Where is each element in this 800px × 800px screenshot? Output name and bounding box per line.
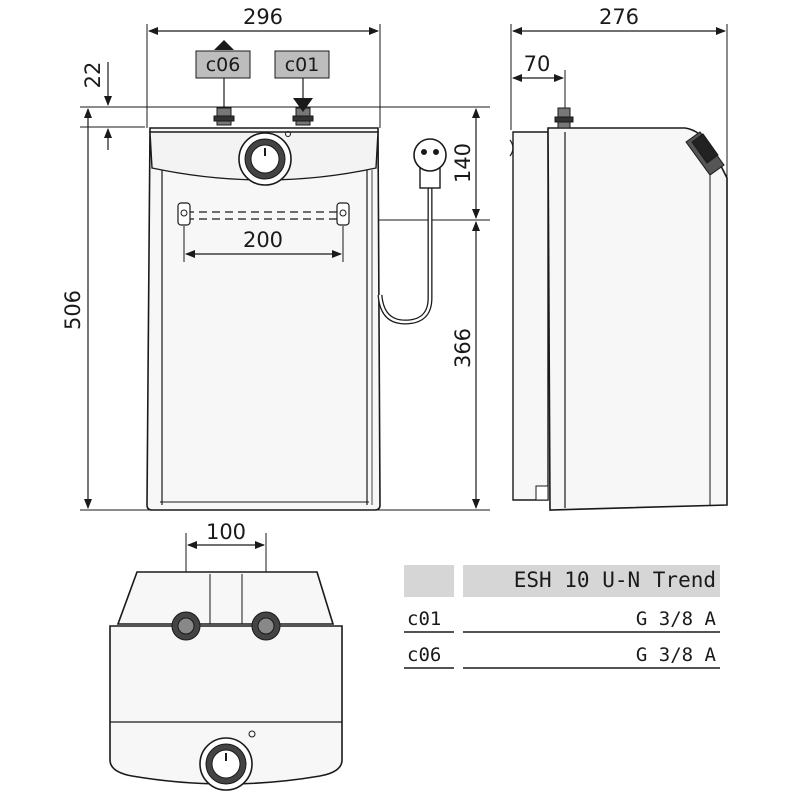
rail-spacing-dimension-label: 200 xyxy=(243,228,283,252)
tag-c01 xyxy=(274,50,330,112)
table-row-code: c06 xyxy=(407,644,441,666)
height-dimension-label: 506 xyxy=(61,290,85,330)
knob-side-icon xyxy=(685,131,725,176)
temperature-knob xyxy=(238,132,292,186)
appliance-body-front xyxy=(146,127,381,511)
table-row-value: G 3/8 A xyxy=(636,644,717,666)
table-header-cell xyxy=(463,565,720,597)
lower-dimension-label: 366 xyxy=(451,328,475,368)
appliance-body-side xyxy=(512,131,549,501)
connection-c01-icon xyxy=(251,611,281,641)
pipe-c06 xyxy=(213,107,235,126)
power-plug-icon xyxy=(413,138,447,189)
table-corner-cell xyxy=(404,565,454,597)
pipe-c01 xyxy=(292,107,314,126)
table-row: c01 G 3/8 A xyxy=(407,608,717,630)
top-offset-dimension-label: 22 xyxy=(81,62,105,89)
front-view xyxy=(80,24,490,511)
table-model-header: ESH 10 U-N Trend xyxy=(514,568,716,592)
mounting-rail xyxy=(177,202,350,262)
width-dimension-label: 296 xyxy=(243,5,283,29)
bottom-view xyxy=(109,533,343,791)
tag-c06 xyxy=(195,40,251,108)
tag-c01-label: c01 xyxy=(285,54,320,76)
temperature-knob-bottom xyxy=(199,737,253,791)
table-row-code: c01 xyxy=(407,608,441,630)
side-view xyxy=(509,24,728,511)
power-cable xyxy=(377,180,433,325)
upper-dimension-label: 140 xyxy=(451,143,475,183)
depth-dimension-label: 276 xyxy=(599,5,639,29)
pipe-side xyxy=(554,107,574,129)
table-row: c06 G 3/8 A xyxy=(407,644,717,666)
pipe-offset-dimension-label: 70 xyxy=(524,52,551,76)
connection-c06-icon xyxy=(171,611,201,641)
tag-c06-label: c06 xyxy=(206,54,241,76)
spec-table: ESH 10 U-N Trend c01 G 3/8 A c06 G 3/8 A xyxy=(404,565,720,669)
table-row-value: G 3/8 A xyxy=(636,608,717,630)
connection-spacing-dimension-label: 100 xyxy=(206,520,246,544)
